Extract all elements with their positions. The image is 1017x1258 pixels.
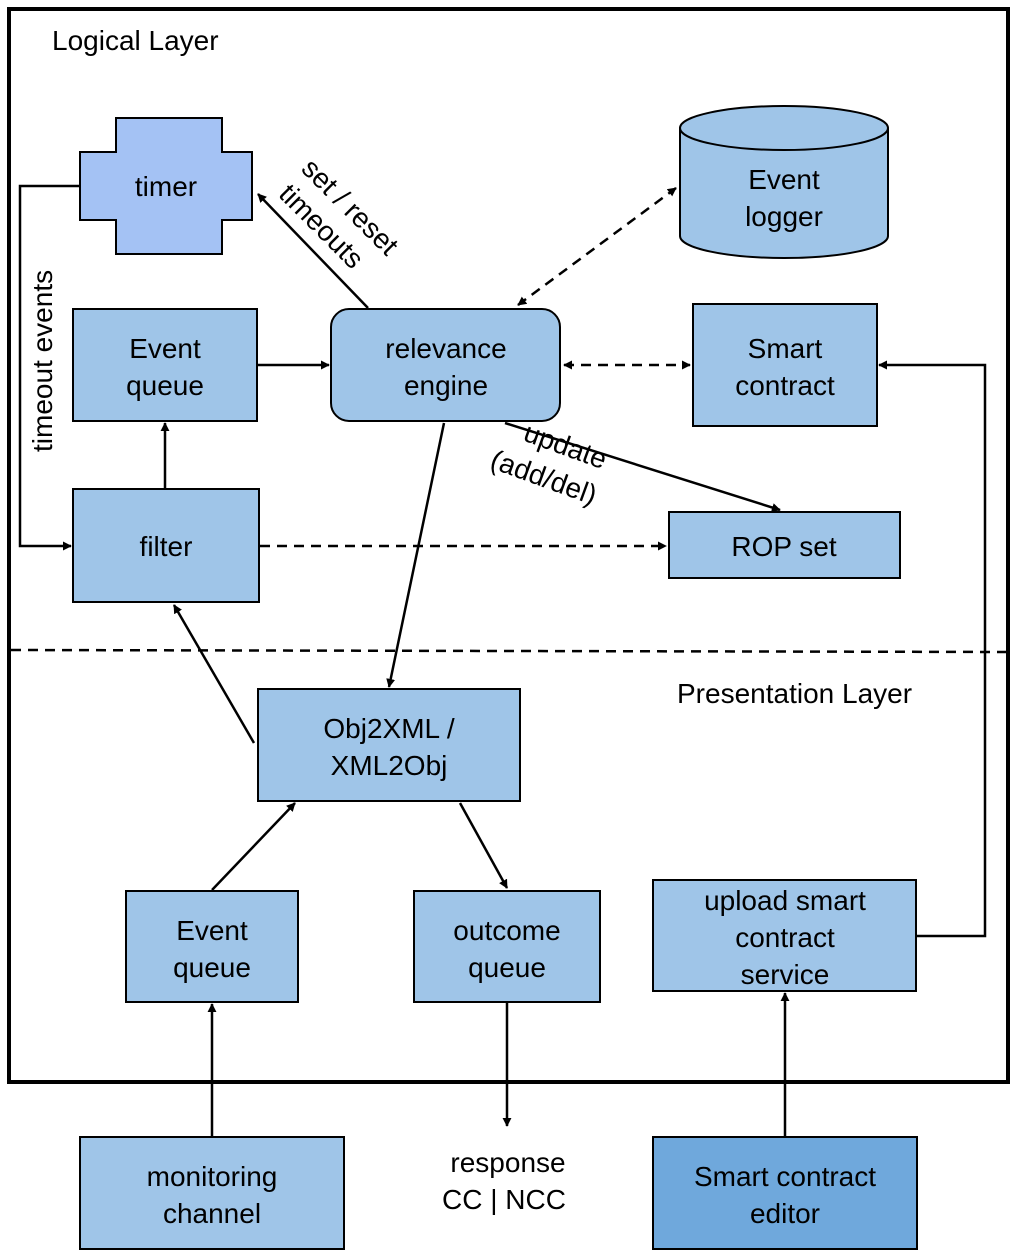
logical-layer-title: Logical Layer	[52, 25, 219, 56]
relevance-engine-node: relevance engine	[330, 308, 561, 422]
system-boundary	[7, 7, 1010, 1084]
edge-upload-to-contract	[878, 360, 987, 938]
monitoring-channel-line2: channel	[163, 1198, 261, 1229]
upload-service-line3: service	[741, 959, 830, 990]
edge-engine-to-rop	[504, 421, 781, 512]
outcome-queue-line2: queue	[468, 952, 546, 983]
outcome-queue-line1: outcome	[453, 915, 560, 946]
event-logger-node: Event logger	[679, 105, 889, 259]
smart-contract-node: Smart contract	[692, 303, 878, 427]
smart-contract-editor-node: Smart contract editor	[652, 1136, 918, 1250]
obj2xml-line2: XML2Obj	[331, 750, 448, 781]
filter-label: filter	[140, 531, 193, 562]
rop-set-label: ROP set	[731, 531, 837, 562]
outcome-queue-node: outcome queue	[413, 890, 601, 1003]
filter-node: filter	[72, 488, 260, 603]
monitoring-channel-node: monitoring channel	[79, 1136, 345, 1250]
event-queue-bottom-line2: queue	[173, 952, 251, 983]
obj2xml-line1: Obj2XML /	[323, 713, 454, 744]
event-logger-label-line1: Event	[748, 164, 820, 195]
relevance-engine-line2: engine	[404, 370, 488, 401]
smart-contract-editor-line1: Smart contract	[694, 1161, 876, 1192]
upload-service-line2: contract	[735, 922, 835, 953]
smart-contract-editor-line2: editor	[750, 1198, 820, 1229]
set-reset-label: set / reset timeouts	[273, 152, 405, 274]
event-logger-label-line2: logger	[745, 201, 823, 232]
event-queue-bottom-node: Event queue	[125, 890, 299, 1003]
edge-engine-to-timer	[257, 193, 369, 309]
upload-service-node: upload smart contract service	[652, 879, 917, 992]
timeout-events-label: timeout events	[27, 270, 58, 452]
response-line1: response	[450, 1147, 565, 1178]
relevance-engine-line1: relevance	[385, 333, 506, 364]
smart-contract-line2: contract	[735, 370, 835, 401]
edge-queue-to-obj2xml	[211, 802, 296, 891]
timer-label: timer	[135, 171, 197, 202]
layer-divider	[10, 648, 1007, 654]
upload-service-line1: upload smart	[704, 885, 866, 916]
edge-timer-to-filter	[18, 184, 80, 551]
timer-node: timer	[79, 117, 253, 255]
event-queue-top-line2: queue	[126, 370, 204, 401]
edge-obj2xml-to-filter	[172, 604, 256, 744]
monitoring-channel-line1: monitoring	[147, 1161, 278, 1192]
edge-engine-to-obj2xml	[386, 422, 446, 688]
obj2xml-node: Obj2XML / XML2Obj	[257, 688, 521, 802]
rop-set-node: ROP set	[668, 511, 901, 579]
event-queue-top-line1: Event	[129, 333, 201, 364]
edge-engine-logger	[517, 186, 677, 307]
event-queue-top-node: Event queue	[72, 308, 258, 422]
presentation-layer-title: Presentation Layer	[677, 678, 912, 709]
smart-contract-line1: Smart	[748, 333, 823, 364]
response-line2: CC | NCC	[442, 1184, 566, 1215]
edge-obj2xml-to-outcome	[458, 802, 509, 889]
event-queue-bottom-line1: Event	[176, 915, 248, 946]
